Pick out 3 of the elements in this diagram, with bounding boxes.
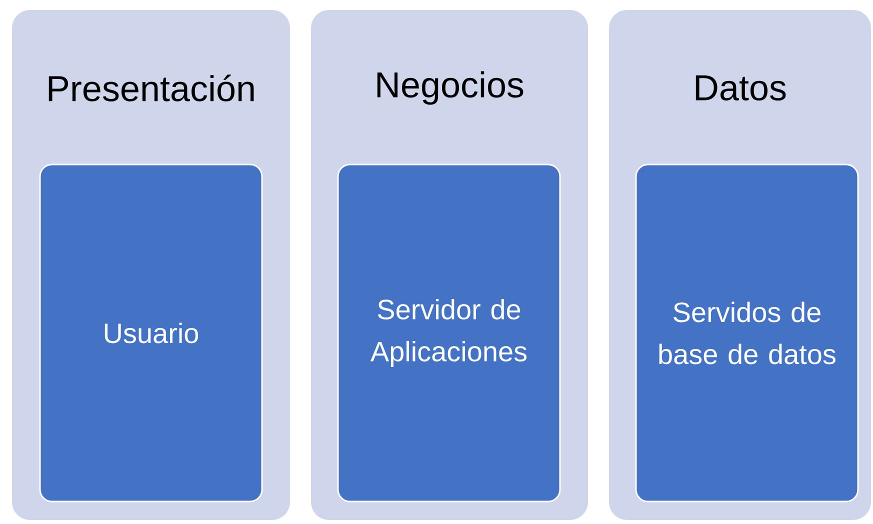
process-box: Servidos de base de datos (635, 164, 859, 502)
process-box: Usuario (39, 164, 263, 502)
process-box: Servidor de Aplicaciones (337, 164, 561, 502)
